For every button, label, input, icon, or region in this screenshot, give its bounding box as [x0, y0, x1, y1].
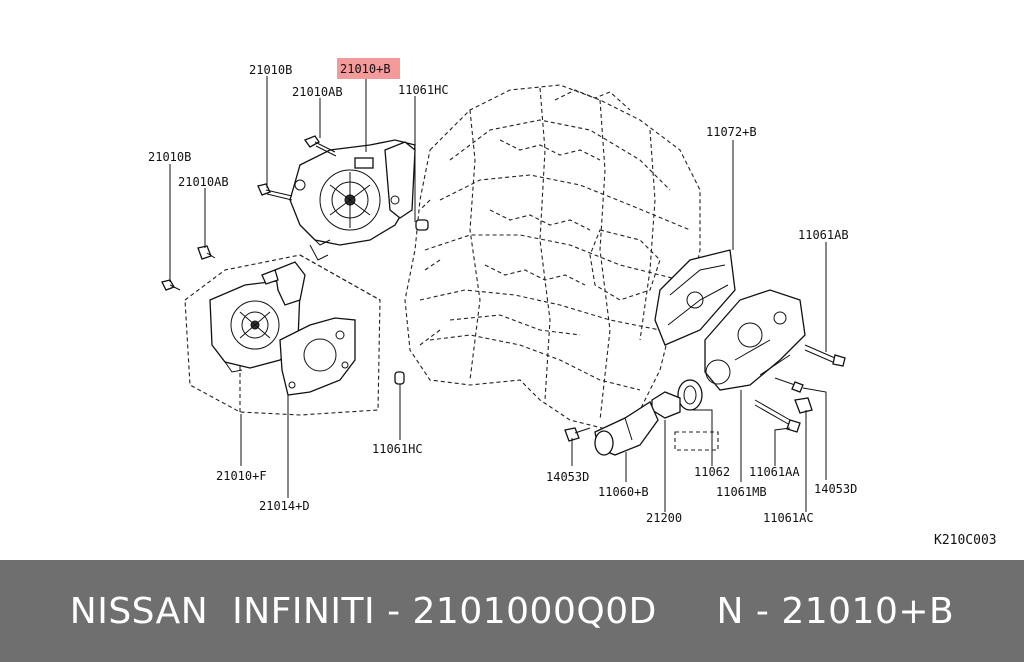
parts-diagram: 21010B 21010+B 21010AB 11061HC 11072+B 2…: [148, 58, 997, 548]
bolt-21010ab-top: [303, 135, 337, 157]
label-21010-plus-b: 21010+B: [340, 62, 391, 76]
part-labels: 21010B 21010+B 21010AB 11061HC 11072+B 2…: [148, 62, 997, 548]
thermostat: [651, 379, 719, 451]
label-11061aa: 11061AA: [749, 465, 800, 479]
bolt-11061aa: [754, 399, 801, 433]
dowel-11061hc-top: [415, 219, 429, 231]
engine-block: [404, 84, 701, 431]
label-21014-plus-d: 21014+D: [259, 499, 310, 513]
label-21010b-left: 21010B: [148, 150, 191, 164]
bolt-21010b-top: [257, 183, 293, 201]
water-pump-exploded: [184, 254, 381, 416]
label-11061hc-low: 11061HC: [372, 442, 423, 456]
leader-lines: [169, 76, 827, 512]
label-14053d-right: 14053D: [814, 482, 857, 496]
bolt-11061ac: [794, 397, 813, 414]
label-11061ac: 11061AC: [763, 511, 814, 525]
footer-bar: NISSAN INFINITI - 2101000Q0D N - 21010+B: [0, 560, 1024, 662]
label-14053d-left: 14053D: [546, 470, 589, 484]
label-11062: 11062: [694, 465, 730, 479]
water-pump-installed: [289, 139, 416, 261]
label-21010ab-top: 21010AB: [292, 85, 343, 99]
label-21010b-top: 21010B: [249, 63, 292, 77]
highlight-box: [337, 58, 400, 79]
label-21200: 21200: [646, 511, 682, 525]
inlet-housing: [594, 401, 659, 456]
bolt-11061ab: [804, 344, 846, 367]
dowel-11061hc-low: [394, 371, 405, 385]
bolt-21010ab-low: [197, 245, 216, 260]
bolt-14053d-left: [564, 427, 591, 442]
bolt-21010b-low: [161, 279, 181, 291]
label-11061hc-top: 11061HC: [398, 83, 449, 97]
bolt-14053d-right: [774, 377, 804, 393]
diagram-code: K210C003: [934, 533, 997, 548]
label-21010ab-left: 21010AB: [178, 175, 229, 189]
gasket: [279, 317, 356, 396]
label-11061ab: 11061AB: [798, 228, 849, 242]
label-11072-plus-b: 11072+B: [706, 125, 757, 139]
label-11060-plus-b: 11060+B: [598, 485, 649, 499]
part-number-caption: NISSAN INFINITI - 2101000Q0D N - 21010+B: [69, 590, 955, 632]
water-outlet-housing: [654, 249, 806, 391]
label-11061mb: 11061MB: [716, 485, 767, 499]
label-21010-plus-f: 21010+F: [216, 469, 267, 483]
